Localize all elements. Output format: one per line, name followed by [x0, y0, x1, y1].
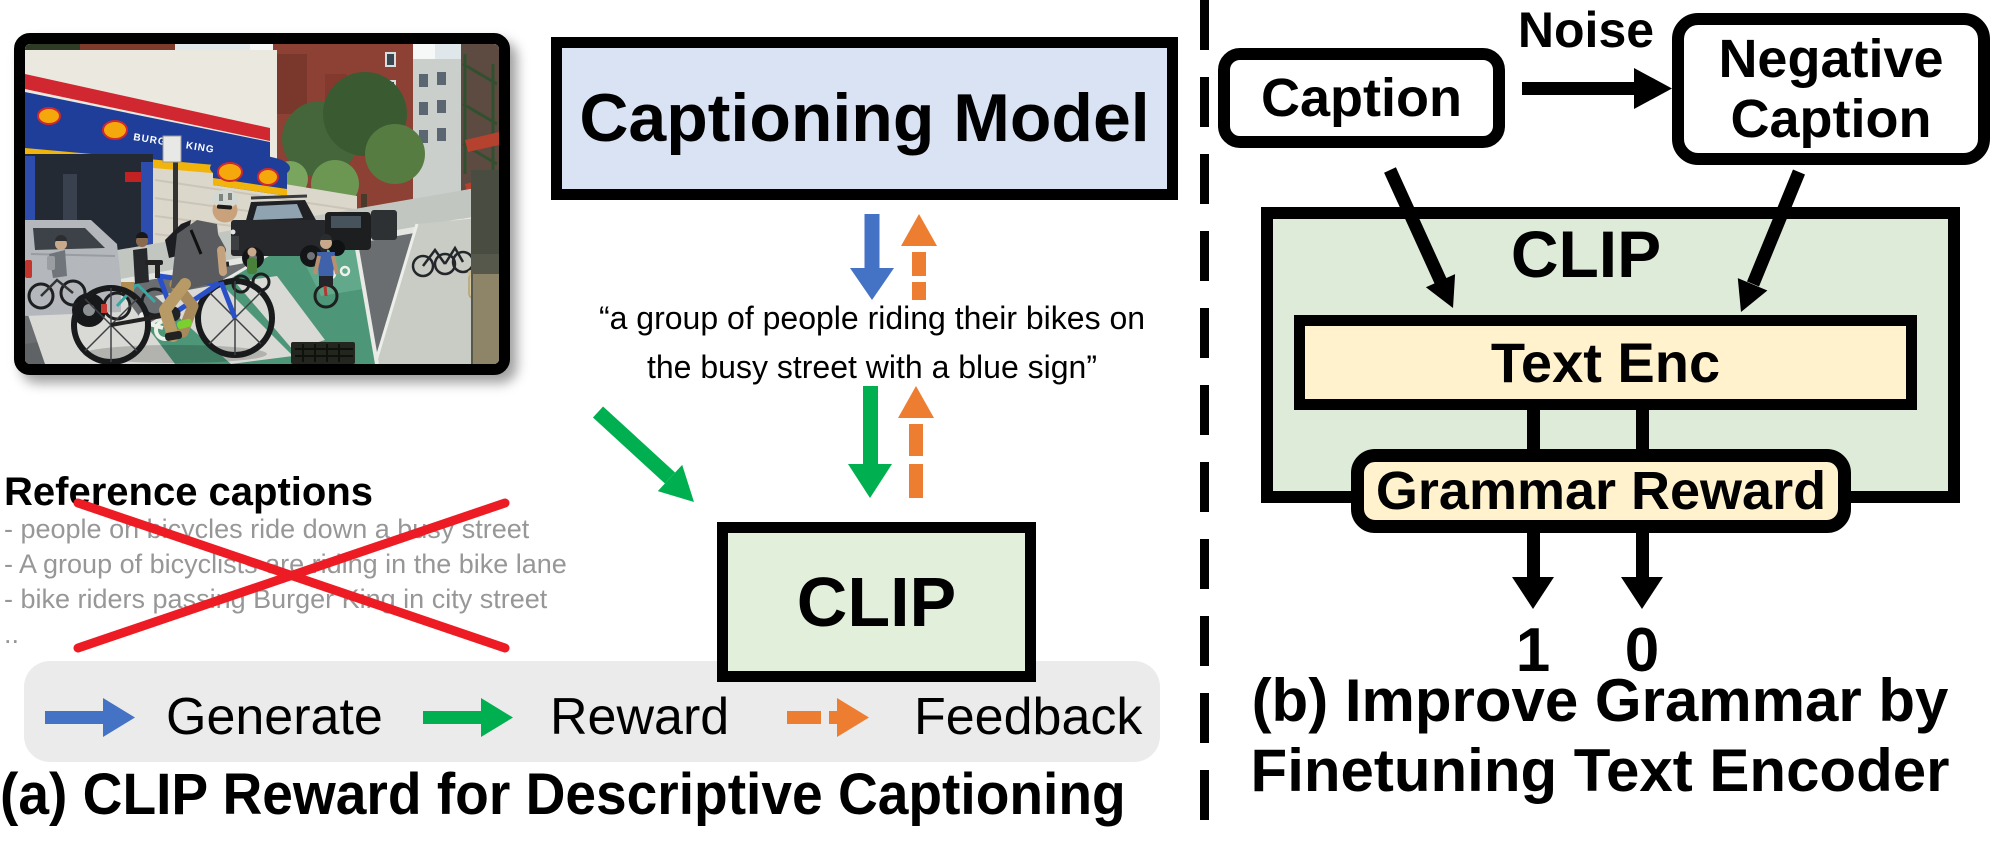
foreground-cyclist: [71, 190, 275, 364]
negative-caption-box: Negative Caption: [1672, 13, 1990, 165]
clip-box: CLIP: [717, 522, 1036, 682]
caption-box-label: Caption: [1261, 68, 1462, 128]
clip-label: CLIP: [796, 563, 957, 641]
text-encoder-label: Text Enc: [1490, 331, 1721, 394]
caption-box: Caption: [1218, 48, 1505, 148]
panel-b-caption: (b) Improve Grammar by Finetuning Text E…: [1211, 666, 1989, 806]
captioning-model-box: Captioning Model: [551, 37, 1178, 200]
panel-b-caption-line2: Finetuning Text Encoder: [1250, 737, 1950, 804]
panel-divider: [1200, 0, 1209, 842]
output-negative-arrow-icon: [1621, 533, 1663, 609]
feedback-arrow-bottom-icon: [898, 386, 934, 498]
reward-arrow-icon: [848, 386, 892, 498]
output-negative-value: 0: [1624, 616, 1660, 685]
legend-generate-label: Generate: [166, 688, 383, 746]
generate-arrow-icon: [850, 214, 894, 300]
text-encoder-box: Text Enc: [1294, 315, 1917, 410]
reference-captions-heading: Reference captions: [4, 470, 374, 514]
legend-reward-label: Reward: [550, 688, 730, 746]
generated-caption: “a group of people riding their bikes on…: [552, 294, 1192, 392]
panel-a-caption-text: (a) CLIP Reward for Descriptive Captioni…: [0, 762, 1126, 827]
pickup-truck: [230, 194, 327, 269]
street-photo: BURGER KING: [14, 33, 510, 375]
reference-caption-item: - bike riders passing Burger King in cit…: [4, 584, 548, 614]
generated-caption-line2: the busy street with a blue sign”: [646, 349, 1097, 385]
reference-caption-item: - people on bicycles ride down a busy st…: [4, 514, 530, 544]
reference-caption-item: ..: [4, 619, 20, 649]
reference-captions-list: - people on bicycles ride down a busy st…: [4, 512, 604, 652]
legend-feedback-label: Feedback: [914, 688, 1143, 746]
generated-caption-line1: “a group of people riding their bikes on: [598, 300, 1146, 336]
noise-arrow-icon: [1522, 68, 1672, 109]
storm-grate: [291, 342, 355, 364]
reference-caption-item: - A group of bicyclists are riding in th…: [4, 549, 567, 579]
clip-right-label: CLIP: [1510, 217, 1662, 291]
noise-label: Noise: [1517, 2, 1655, 58]
grammar-reward-label: Grammar Reward: [1375, 461, 1827, 521]
negative-caption-label: Negative Caption: [1718, 29, 1944, 149]
feedback-arrow-top-icon: [901, 214, 937, 300]
grammar-reward-box: Grammar Reward: [1351, 449, 1851, 533]
street-photo-illustration: BURGER KING: [25, 44, 499, 364]
captioning-model-label: Captioning Model: [579, 80, 1150, 156]
pedestrian: [471, 170, 499, 364]
panel-b-caption-line1: (b) Improve Grammar by: [1251, 667, 1949, 734]
output-positive-arrow-icon: [1512, 533, 1554, 609]
panel-a-caption: (a) CLIP Reward for Descriptive Captioni…: [0, 752, 1200, 838]
output-positive-value: 1: [1515, 616, 1551, 685]
reward-diagonal-arrow-icon: [592, 406, 694, 502]
